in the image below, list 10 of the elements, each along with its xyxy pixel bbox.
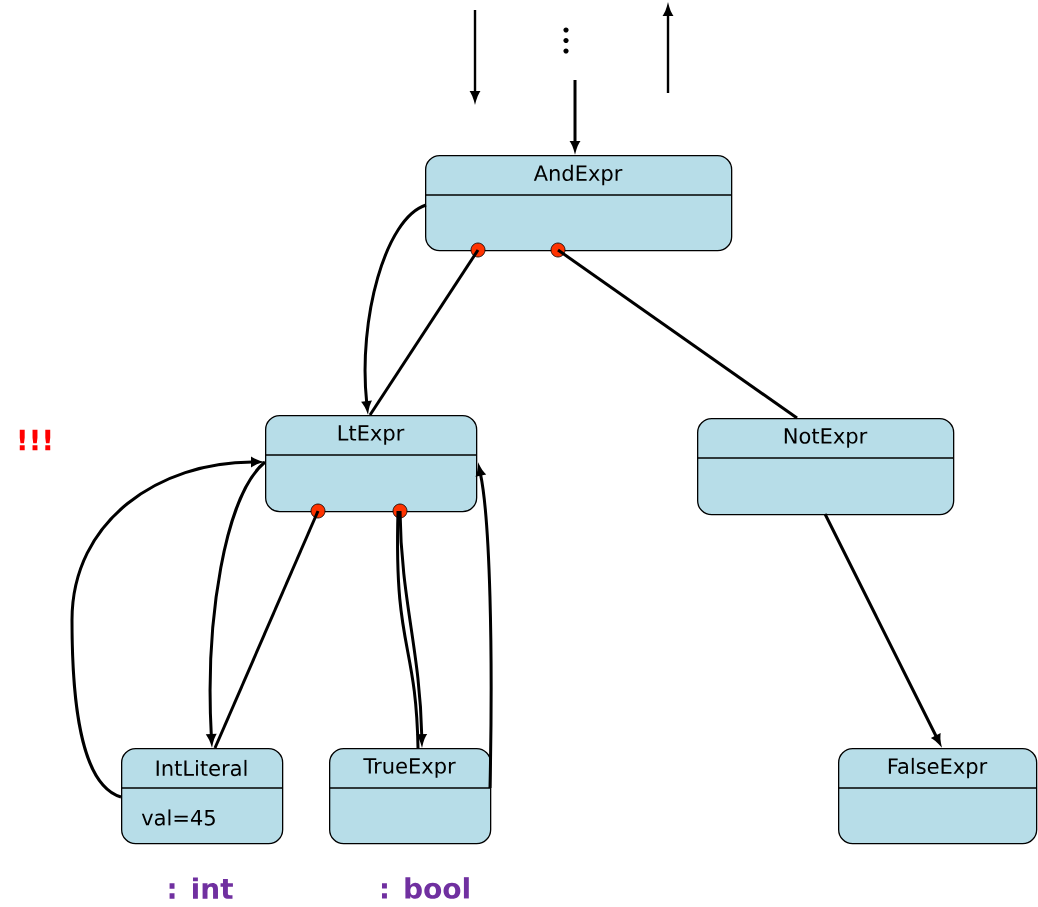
class-box: FalseExpr bbox=[837, 748, 1038, 845]
class-box: IntLiteral val=45 bbox=[120, 748, 284, 845]
class-box: AndExpr bbox=[424, 155, 733, 258]
type-annotation: : int bbox=[169, 877, 233, 899]
class-box: TrueExpr bbox=[328, 748, 492, 845]
class-box: LtExpr bbox=[264, 415, 478, 519]
type-annotation: : bool bbox=[382, 877, 469, 899]
class-box: NotExpr bbox=[696, 418, 955, 516]
exclamation-marks: !!! bbox=[19, 429, 51, 451]
arrow bbox=[823, 513, 941, 745]
